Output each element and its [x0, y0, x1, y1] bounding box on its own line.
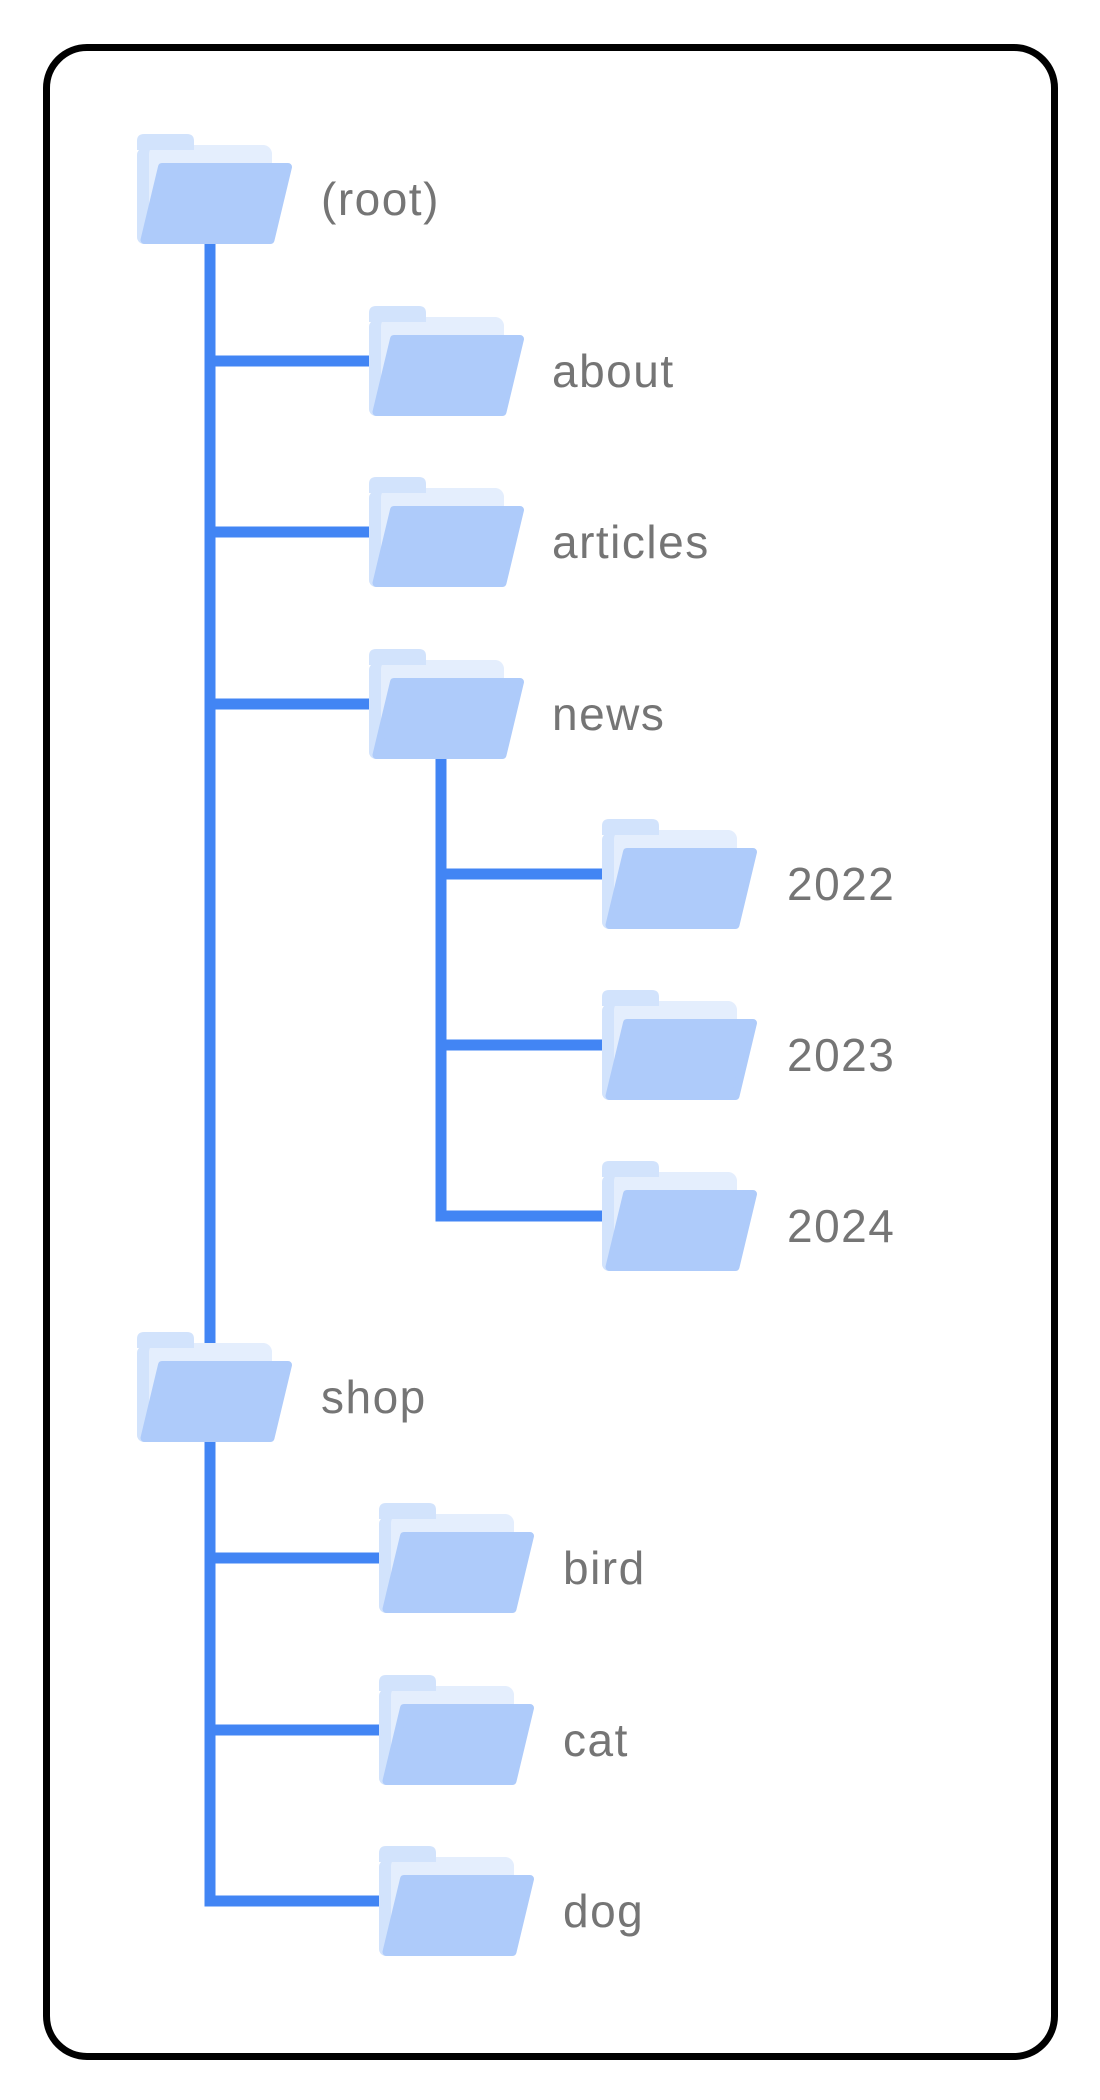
folder-icon-2023	[602, 990, 762, 1100]
label-2022: 2022	[787, 858, 896, 910]
folder-icon-cat	[379, 1675, 539, 1785]
folder-icon-bird	[379, 1503, 539, 1613]
folder-icon-2024	[602, 1161, 762, 1271]
folder-icon-shop	[137, 1332, 297, 1442]
folder-icon-dog	[379, 1846, 539, 1956]
card-border	[43, 44, 1058, 2060]
label-news: news	[552, 688, 666, 740]
label-2023: 2023	[787, 1029, 896, 1081]
folder-icon-about	[369, 306, 529, 416]
label-dog: dog	[563, 1885, 645, 1937]
folder-icon-root	[137, 134, 297, 244]
label-articles: articles	[552, 516, 710, 568]
label-shop: shop	[321, 1371, 427, 1423]
label-bird: bird	[563, 1542, 646, 1594]
label-root: (root)	[321, 173, 440, 225]
folder-icon-articles	[369, 477, 529, 587]
label-cat: cat	[563, 1714, 629, 1766]
label-about: about	[552, 345, 675, 397]
folder-icon-news	[369, 649, 529, 759]
label-2024: 2024	[787, 1200, 896, 1252]
folder-icon-2022	[602, 819, 762, 929]
